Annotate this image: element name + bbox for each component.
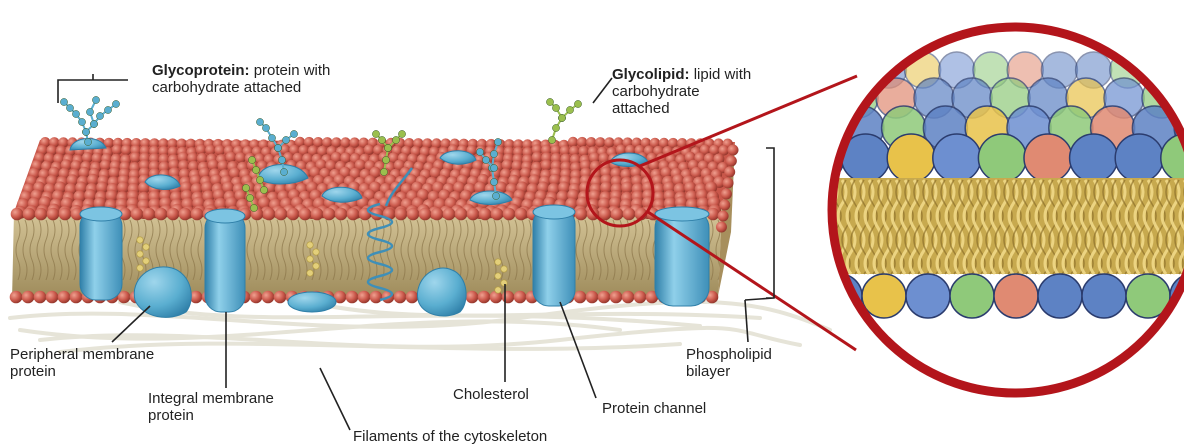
label-filaments-cytoskeleton: Filaments of the cytoskeleton (353, 428, 547, 445)
label-glycoprotein-desc-2: carbohydrate attached (152, 79, 301, 96)
integral-protein-right (655, 210, 709, 306)
label-phospholipid-line-1: Phospholipid (686, 346, 772, 363)
peripheral-membrane-protein (134, 267, 191, 318)
integral-protein-left (80, 210, 122, 300)
label-glycoprotein-term: Glycoprotein: (152, 62, 250, 79)
label-integral-line-2: protein (148, 407, 194, 424)
label-integral-membrane-protein: Integral membrane protein (148, 390, 274, 424)
label-phospholipid-bilayer: Phospholipid bilayer (686, 346, 772, 380)
label-protein-channel: Protein channel (602, 400, 706, 417)
label-glycolipid-desc-3: attached (612, 100, 670, 117)
label-glycolipid: Glycolipid: lipid with carbohydrate atta… (612, 66, 751, 117)
label-glycolipid-term: Glycolipid: (612, 66, 690, 83)
label-glycoprotein: Glycoprotein: protein with carbohydrate … (152, 62, 330, 96)
protein-channel (533, 208, 575, 306)
label-peripheral-line-1: Peripheral membrane (10, 346, 154, 363)
label-glycoprotein-desc: protein with (254, 62, 331, 79)
cytoskeleton-filaments (10, 300, 830, 352)
label-peripheral-line-2: protein (10, 363, 56, 380)
magnified-bilayer-inset (796, 25, 1184, 400)
label-integral-line-1: Integral membrane (148, 390, 274, 407)
integral-membrane-protein (205, 212, 245, 312)
label-peripheral-membrane-protein: Peripheral membrane protein (10, 346, 154, 380)
label-glycolipid-desc-2: carbohydrate (612, 83, 700, 100)
phospholipid-bracket (745, 148, 774, 300)
label-cholesterol: Cholesterol (453, 386, 529, 403)
label-glycolipid-desc: lipid with (694, 66, 752, 83)
label-phospholipid-line-2: bilayer (686, 363, 730, 380)
